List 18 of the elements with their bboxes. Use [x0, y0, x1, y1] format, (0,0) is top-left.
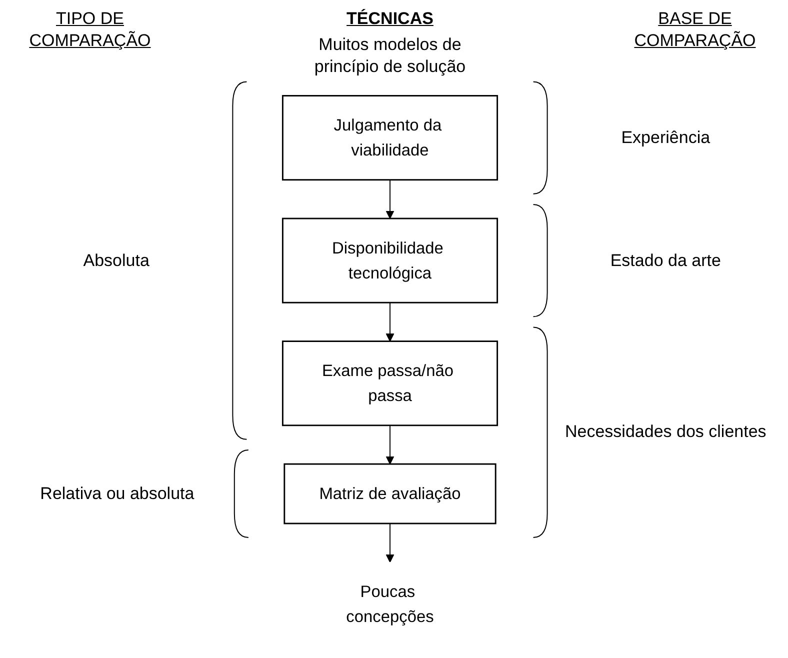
annotation-text: Experiência	[620, 126, 712, 149]
annotation-text: Estado da arte	[609, 250, 722, 272]
annotation-text: Absoluta	[82, 250, 150, 272]
annotation-text: Relativa ou absoluta	[39, 482, 196, 505]
column-heading: BASE DE COMPARAÇÃO	[633, 8, 757, 52]
annotation-text: Muitos modelos de princípio de solução	[313, 34, 467, 78]
node-box: Disponibilidade tecnológica	[282, 218, 498, 304]
arrow	[386, 523, 394, 563]
node-text: Poucas concepções	[346, 582, 434, 626]
column-heading: TÉCNICAS	[346, 8, 434, 30]
node-box: Julgamento da viabilidade	[282, 95, 498, 181]
annotation-text: Necessidades dos clientes	[564, 421, 768, 444]
node-box: Exame passa/não passa	[282, 340, 498, 426]
node-box: Matriz de avaliação	[284, 463, 496, 524]
column-heading: TIPO DE COMPARAÇÃO	[28, 8, 152, 52]
arrow	[386, 179, 394, 219]
arrow	[386, 302, 394, 342]
arrow	[386, 424, 394, 464]
